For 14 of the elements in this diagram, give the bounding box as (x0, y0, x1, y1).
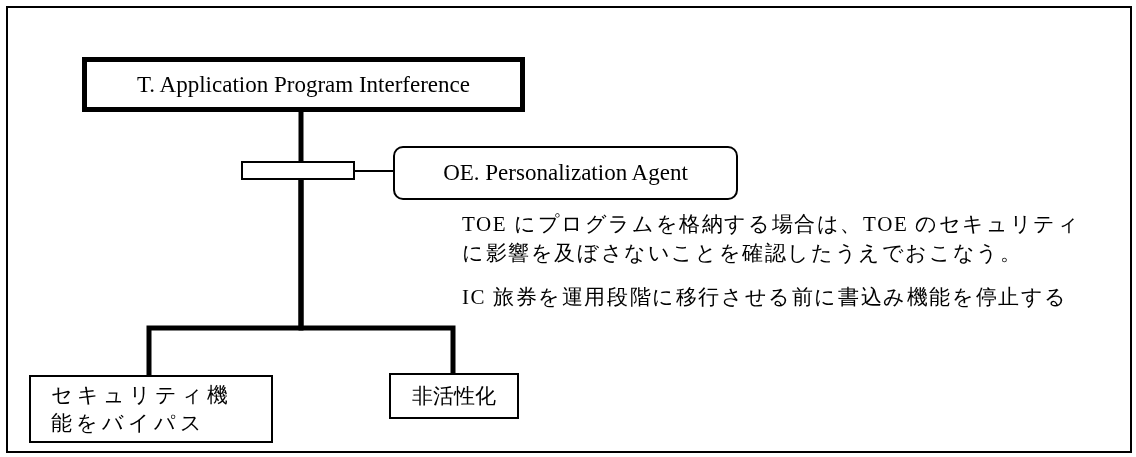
connector-line (298, 112, 304, 161)
note-text: IC 旅券を運用段階に移行させる前に書込み機能を停止する (462, 284, 1070, 311)
note-text: TOE にプログラムを格納する場合は、TOE のセキュリティに影響を及ぼさないことを確認したうえでおこなう。 (462, 211, 1082, 268)
node-text: T. Application Program Interference (137, 70, 470, 99)
connector-line (298, 180, 456, 373)
empty-box (241, 161, 355, 180)
outcome-box (389, 373, 519, 419)
connector-line (354, 170, 394, 172)
node-text: セキュリティ機能をバイパス (51, 381, 233, 437)
agent-box (393, 146, 738, 200)
node-text: OE. Personalization Agent (443, 159, 688, 188)
process-box (82, 57, 525, 112)
outcome-box (29, 375, 273, 443)
node-text: 非活性化 (412, 382, 496, 410)
